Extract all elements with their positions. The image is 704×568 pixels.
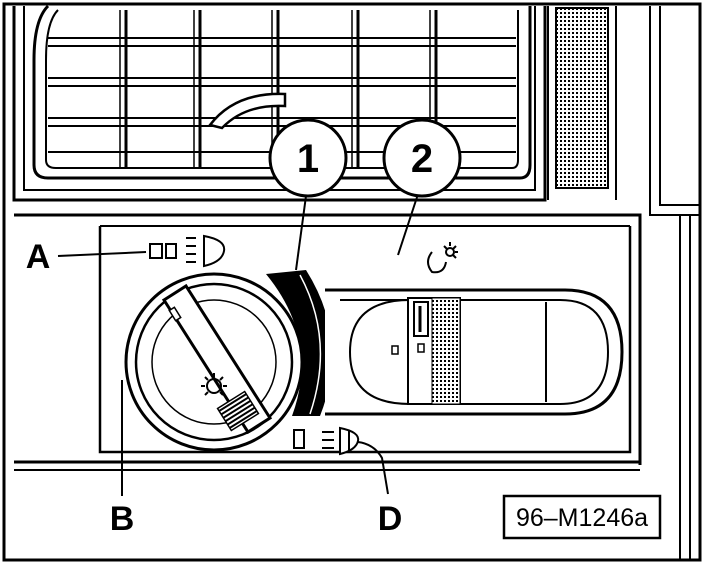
dotted-trim-strip — [547, 6, 700, 216]
callout-2-label: 2 — [411, 137, 433, 181]
callout-1-label: 1 — [297, 137, 319, 181]
reference-code: 96–M1246a — [516, 504, 648, 532]
label-a: A — [26, 238, 51, 276]
instrument-dimmer-thumbwheel — [266, 270, 333, 416]
reference-code-box: 96–M1246a — [502, 494, 662, 540]
switch-panel — [14, 213, 691, 560]
callout-2-marker: 2 — [382, 118, 462, 198]
leader-lines — [57, 187, 421, 496]
parking-light-indicator-icon — [149, 234, 226, 268]
air-vent-grille — [48, 10, 516, 168]
fog-light-indicator-icon — [293, 426, 360, 456]
callout-1-marker: 1 — [268, 118, 348, 198]
label-d: D — [378, 500, 403, 538]
label-b: B — [110, 500, 135, 538]
headlight-range-symbol-icon — [427, 242, 458, 274]
headlight-range-control — [325, 288, 624, 416]
upper-dashboard-panel — [12, 4, 547, 202]
headlight-symbol-icon — [201, 373, 227, 396]
rotary-light-switch — [124, 272, 304, 452]
